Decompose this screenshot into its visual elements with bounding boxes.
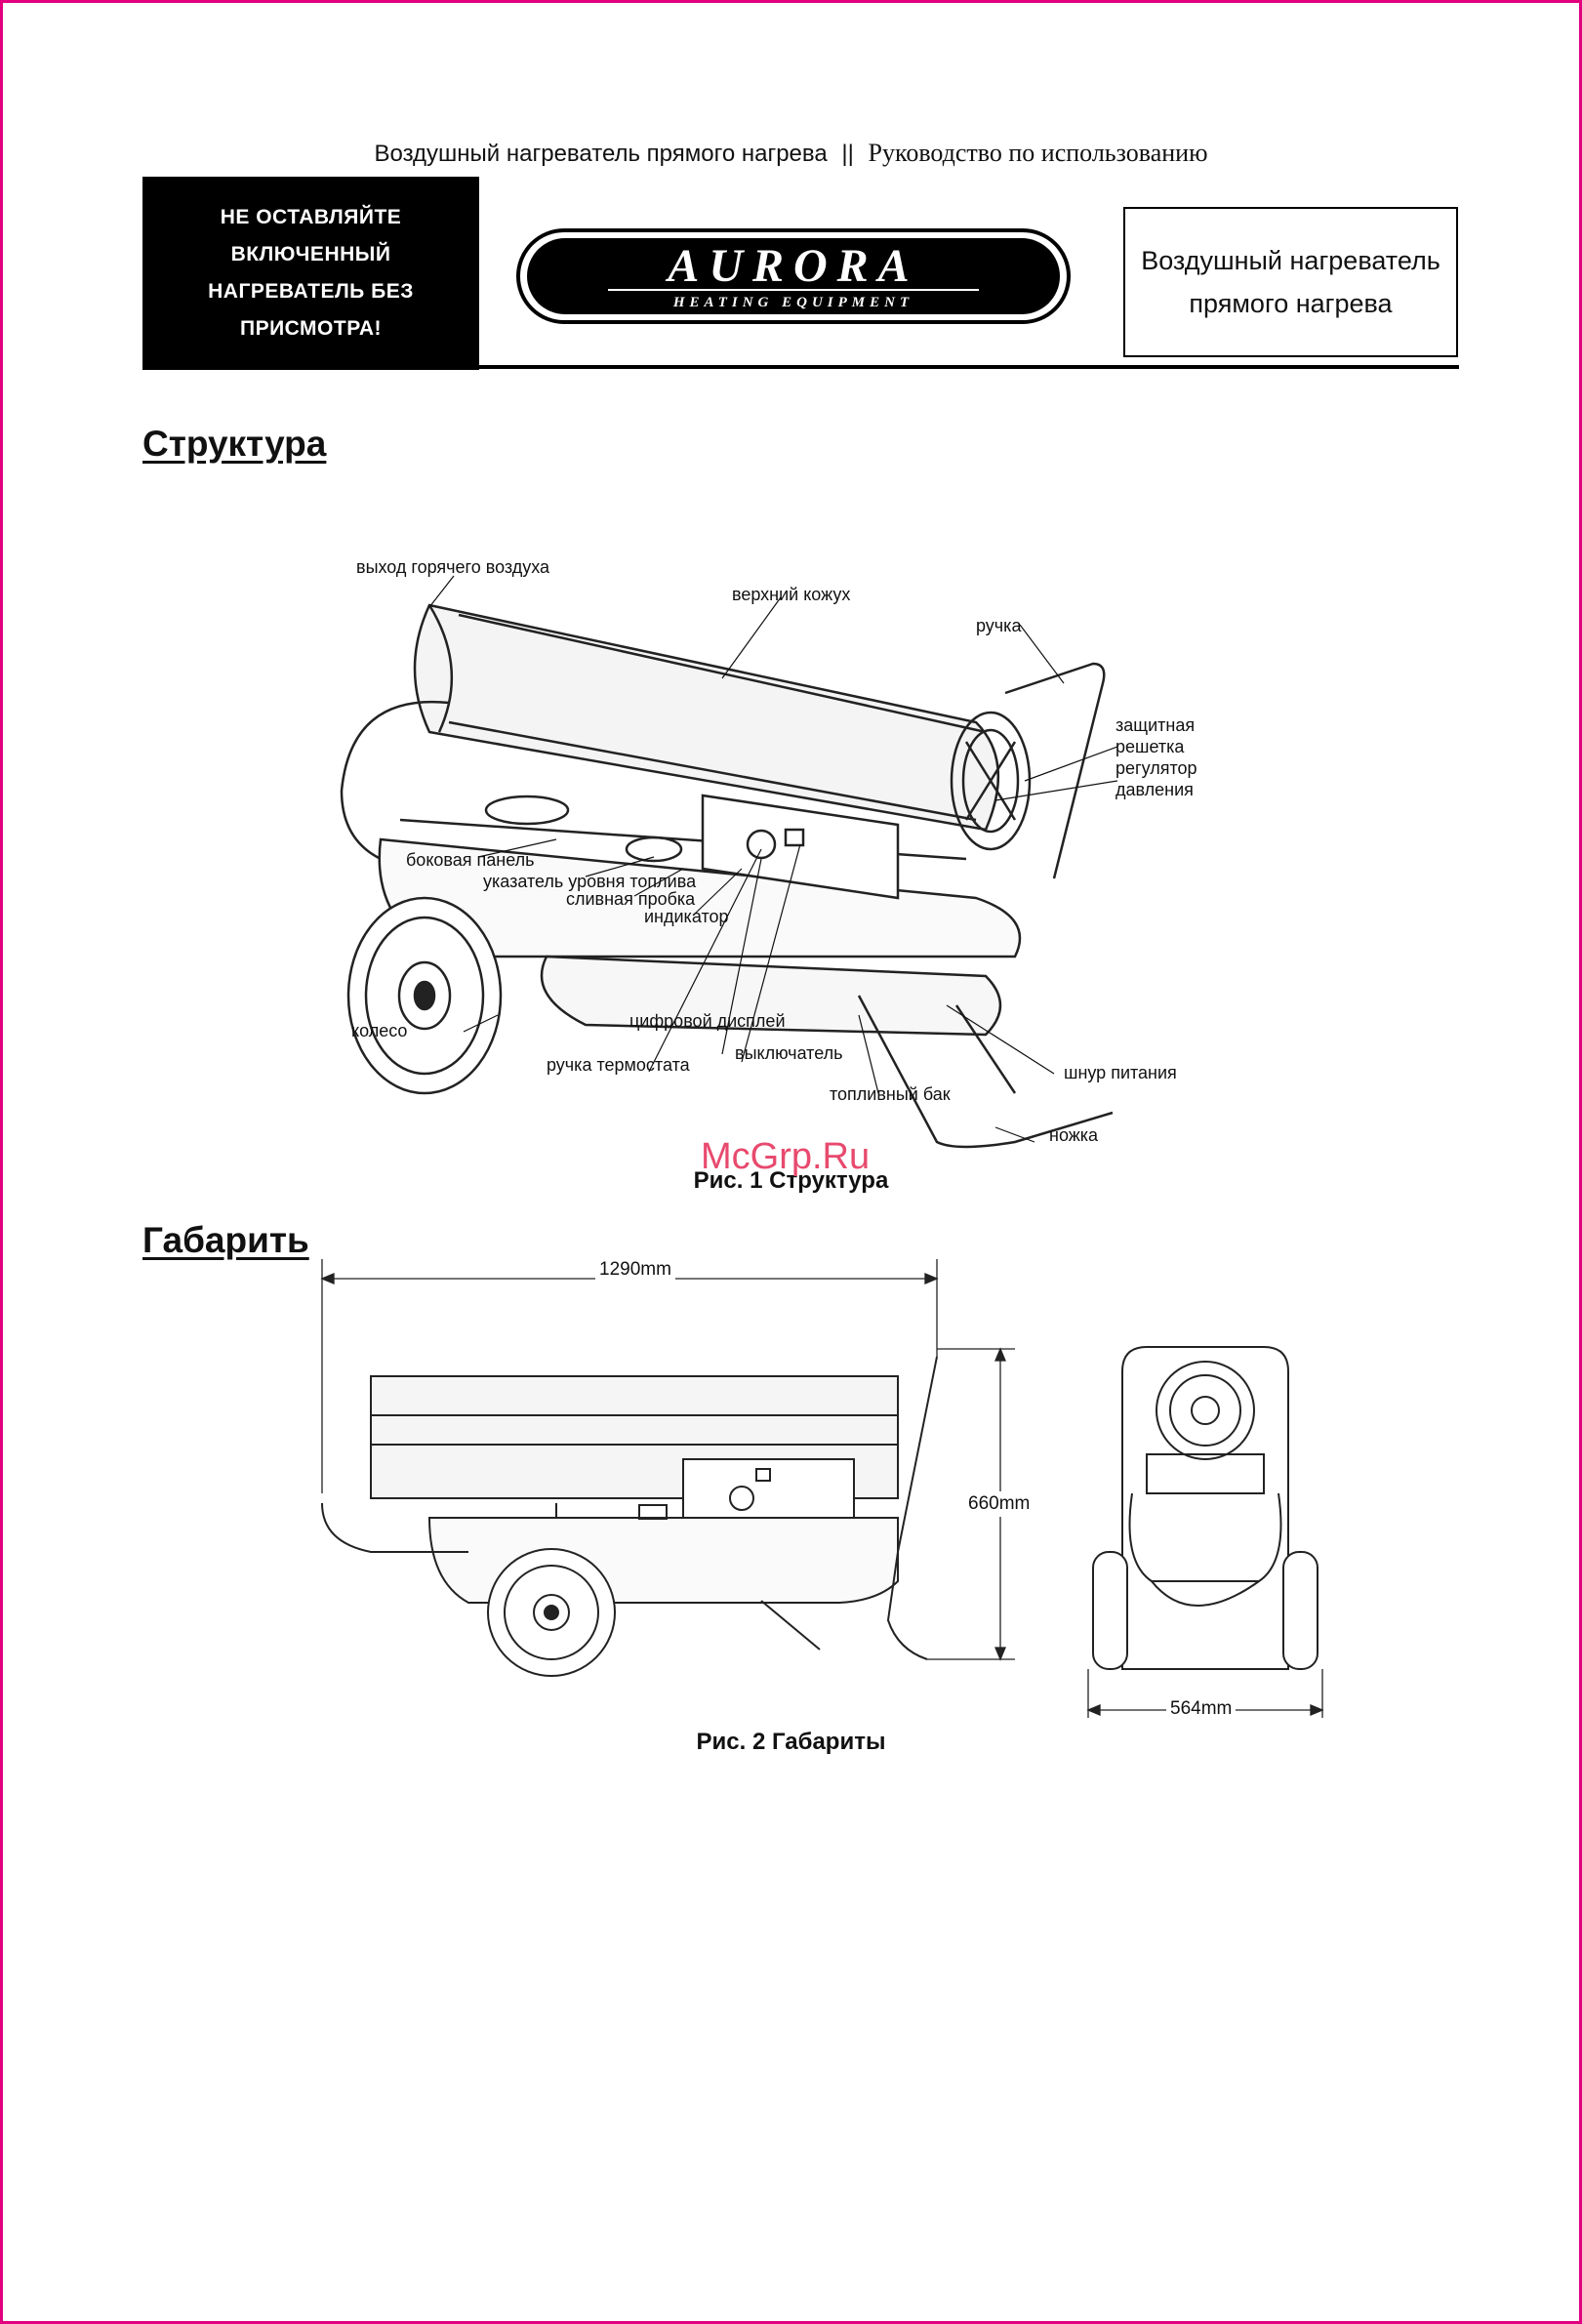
- header-left: Воздушный нагреватель прямого нагрева: [374, 141, 828, 167]
- header-separator: ||: [841, 141, 854, 167]
- structure-diagram: выход горячего воздуха верхний кожух руч…: [312, 547, 1220, 1162]
- warning-line: ПРИСМОТРА!: [239, 317, 383, 340]
- label-fuel-tank: топливный бак: [830, 1084, 951, 1104]
- header-rule: [478, 365, 1459, 369]
- title-line: прямого нагрева: [1189, 289, 1393, 318]
- label-digital-display: цифровой дисплей: [629, 1011, 786, 1031]
- label-indicator: индикатор: [644, 907, 729, 926]
- label-guard: защитная: [1116, 715, 1196, 735]
- title-line: Воздушный нагреватель: [1141, 246, 1440, 275]
- label-drain-plug: сливная пробка: [566, 889, 696, 909]
- label-hot-air-outlet: выход горячего воздуха: [356, 557, 550, 577]
- section-heading-dimensions: Габарить: [142, 1220, 309, 1260]
- label-guard-2: решетка: [1116, 737, 1185, 756]
- warning-line: НАГРЕВАТЕЛЬ БЕЗ: [208, 280, 414, 303]
- watermark: McGrp.Ru: [701, 1136, 871, 1177]
- label-thermostat-knob: ручка термостата: [547, 1055, 690, 1075]
- label-power-cord: шнур питания: [1064, 1063, 1177, 1082]
- label-wheel: колесо: [351, 1021, 408, 1040]
- label-fuel-gauge: указатель уровня топлива: [483, 872, 697, 891]
- dim-length: 1290mm: [595, 1259, 675, 1281]
- aurora-logo: AURORA HEATING EQUIPMENT: [515, 227, 1072, 325]
- figure2-caption: Рис. 2 Габариты: [696, 1729, 886, 1755]
- label-side-panel: боковая панель: [406, 850, 535, 870]
- dimensions-diagram: 1290mm 660mm 564mm: [312, 1259, 1405, 1737]
- label-handle: ручка: [976, 616, 1022, 635]
- section-heading-structure: Структура: [142, 424, 327, 464]
- dim-width: 564mm: [1166, 1698, 1237, 1720]
- label-pressure: регулятор: [1116, 758, 1197, 778]
- dim-height: 660mm: [968, 1491, 1031, 1517]
- label-top-cover: верхний кожух: [732, 585, 851, 604]
- label-switch: выключатель: [735, 1043, 843, 1063]
- warning-line: ВКЛЮЧЕННЫЙ: [230, 243, 391, 265]
- document-title-box: Воздушный нагреватель прямого нагрева: [1123, 207, 1458, 357]
- warning-box: НЕ ОСТАВЛЯЙТЕ ВКЛЮЧЕННЫЙ НАГРЕВАТЕЛЬ БЕЗ…: [142, 177, 479, 370]
- running-header: Воздушный нагреватель прямого нагрева ||…: [0, 139, 1582, 168]
- logo-brand: AURORA: [665, 240, 918, 292]
- warning-line: НЕ ОСТАВЛЯЙТЕ: [220, 206, 402, 228]
- figure1-caption: Рис. 1 Структура: [693, 1167, 889, 1194]
- label-leg: ножка: [1049, 1125, 1099, 1145]
- header-right: Руководство по использованию: [868, 139, 1208, 167]
- label-pressure-2: давления: [1116, 780, 1194, 799]
- logo-tagline: HEATING EQUIPMENT: [672, 295, 913, 310]
